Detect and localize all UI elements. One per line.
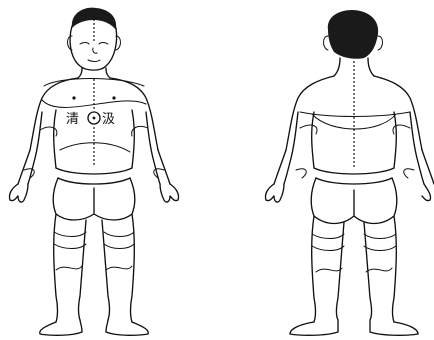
front-right-eye [99, 43, 108, 45]
front-midline-point [93, 87, 95, 89]
back-spine-point [353, 145, 355, 147]
front-figure: 清 汲 [9, 8, 178, 336]
back-spine-point [353, 73, 355, 75]
front-midline-point [93, 103, 95, 105]
back-left-ear [324, 36, 329, 50]
front-navel-center [93, 117, 96, 120]
back-spine-point [353, 105, 355, 107]
front-midline-point [93, 99, 95, 101]
back-trunks [311, 178, 397, 224]
front-left-foot [40, 320, 82, 335]
front-midline-point [93, 147, 95, 149]
back-spine-point [353, 149, 355, 151]
back-right-hand [422, 184, 431, 201]
back-spine-point [353, 93, 355, 95]
back-spine-point [353, 61, 355, 63]
back-spine-point [353, 161, 355, 163]
back-spine-point [353, 117, 355, 119]
back-spine-point [353, 121, 355, 123]
back-spine-point [353, 157, 355, 159]
front-midline-point [93, 143, 95, 145]
back-spine-point [353, 133, 355, 135]
chest-glyph-left: 清 [66, 112, 79, 127]
front-midline-point [93, 27, 95, 29]
front-right-nipple [112, 96, 115, 99]
front-hair [72, 8, 116, 30]
back-spine-point [353, 137, 355, 139]
front-midline-point [93, 107, 95, 109]
front-left-hand [9, 184, 28, 202]
back-spine-points [353, 61, 355, 167]
front-knee-lines [54, 232, 134, 270]
front-midline-point [93, 127, 95, 129]
front-midline-point [93, 83, 95, 85]
back-right-foot [370, 320, 418, 335]
chest-glyph-right: 汲 [102, 112, 115, 127]
back-knee-lines [312, 234, 396, 272]
front-mouth [88, 60, 100, 62]
front-right-foot [106, 320, 148, 335]
back-spine-point [353, 97, 355, 99]
back-spine-point [353, 69, 355, 71]
back-spine-point [353, 65, 355, 67]
back-spine-point [353, 165, 355, 167]
back-spine-point [353, 81, 355, 83]
front-midline-point [93, 23, 95, 25]
front-midline-point [93, 15, 95, 17]
front-midline-point [93, 151, 95, 153]
front-midline-point [93, 79, 95, 81]
back-waistband [314, 168, 394, 184]
front-right-hand [160, 184, 179, 202]
back-left-hand [265, 184, 284, 202]
front-midline-point [93, 159, 95, 161]
back-spine-point [353, 153, 355, 155]
front-midline-point [93, 135, 95, 137]
front-left-nipple [72, 96, 75, 99]
back-hair [328, 10, 378, 59]
front-midline-point [93, 31, 95, 33]
front-midline-point [93, 95, 95, 97]
front-midline-point [93, 155, 95, 157]
back-spine-point [353, 125, 355, 127]
front-midline-point [93, 39, 95, 41]
back-spine-point [353, 113, 355, 115]
front-nose [93, 48, 97, 53]
back-spine-point [353, 129, 355, 131]
front-left-eye [80, 43, 89, 45]
back-torso-sides [312, 112, 397, 168]
front-waistband [56, 168, 132, 184]
back-figure [265, 10, 434, 335]
front-midline-point [93, 91, 95, 93]
back-spine-point [353, 85, 355, 87]
back-spine-point [353, 101, 355, 103]
front-midline-point [93, 19, 95, 21]
back-spine-point [353, 89, 355, 91]
back-right-ear [378, 36, 383, 50]
back-spine-point [353, 109, 355, 111]
front-midline-point [93, 163, 95, 165]
front-midline-point [93, 131, 95, 133]
back-spine-point [353, 77, 355, 79]
back-left-foot [290, 320, 338, 335]
front-midline-point [93, 35, 95, 37]
front-midline-point [93, 139, 95, 141]
back-spine-point [353, 141, 355, 143]
